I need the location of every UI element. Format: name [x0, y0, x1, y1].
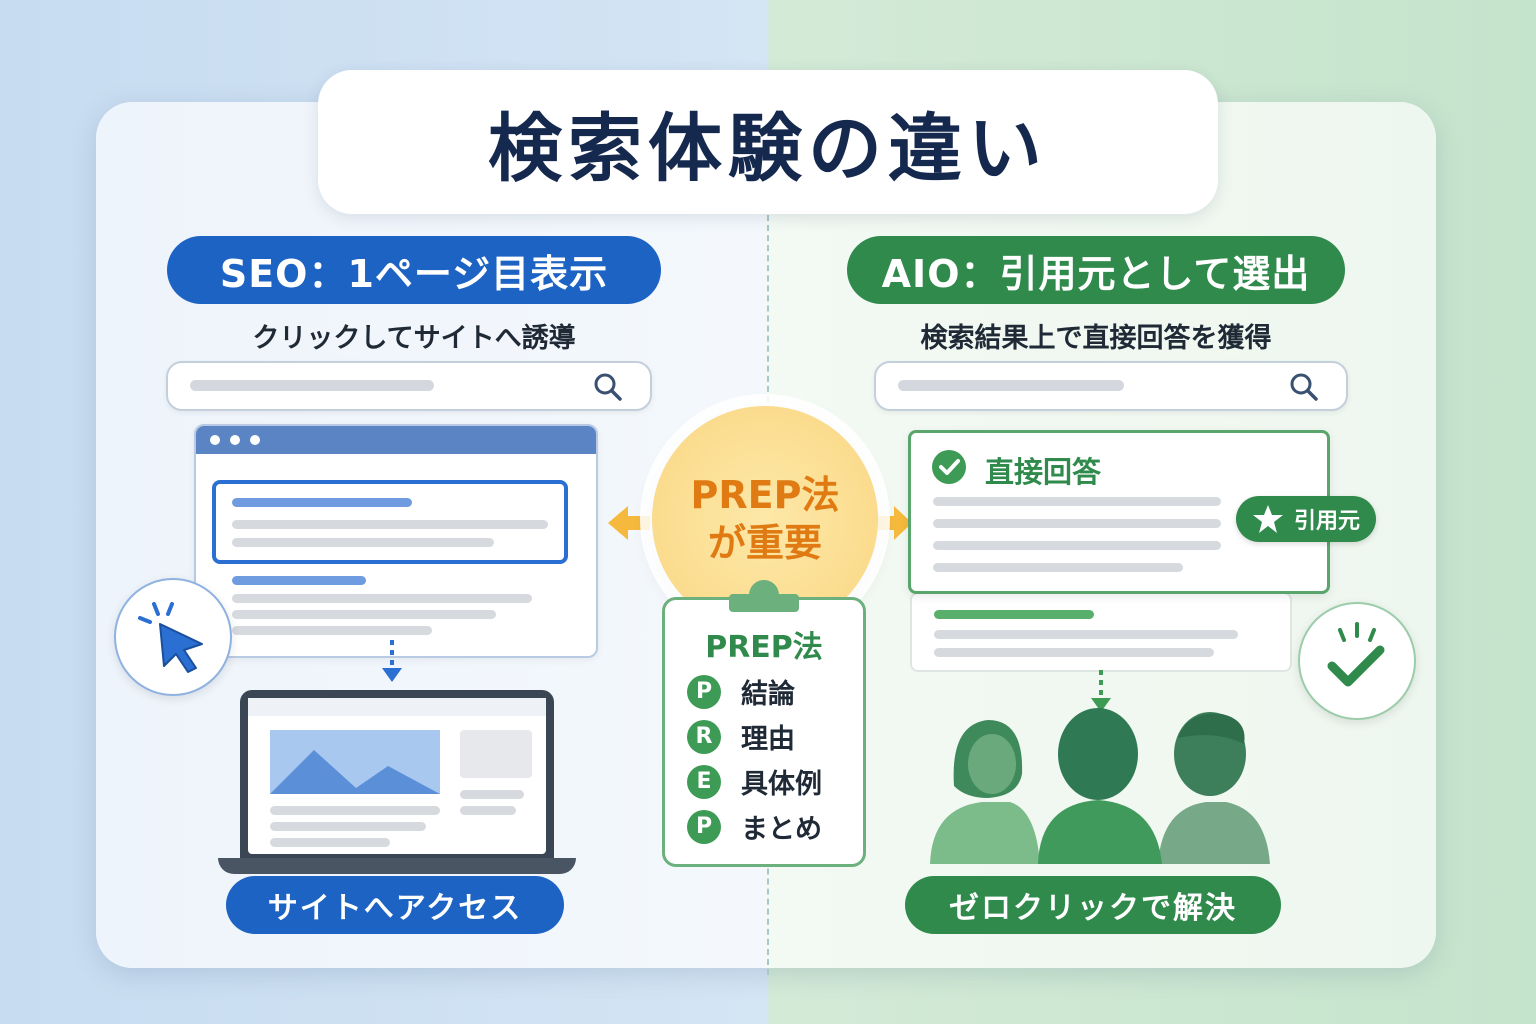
check-sparkle-icon: [1327, 622, 1385, 687]
search-icon[interactable]: [1288, 371, 1320, 403]
laptop-screen: [248, 698, 546, 854]
seo-heading-pill: SEO：1ページ目表示: [167, 236, 661, 304]
cursor-click-icon: [138, 602, 203, 673]
users-group-icon: [930, 708, 1270, 864]
laptop: [240, 690, 554, 860]
citation-badge: 引用元: [1236, 496, 1376, 542]
star-icon: [1253, 505, 1283, 533]
zero-click-label: ゼロクリックで解決: [949, 891, 1237, 926]
aio-search-bar[interactable]: [874, 361, 1348, 411]
search-placeholder-bar: [190, 380, 434, 391]
page-title: 検索体験の違い: [488, 105, 1048, 192]
site-access-label: サイトへアクセス: [267, 891, 523, 926]
prep-letter-badge: P: [687, 809, 721, 844]
direct-answer-title: 直接回答: [985, 455, 1102, 489]
down-arrow-icon: [382, 640, 402, 682]
prep-letter-badge: R: [687, 719, 721, 754]
title-panel: 検索体験の違い: [318, 70, 1218, 214]
prep-item-conclusion: P 結論: [687, 672, 795, 711]
aio-heading: AIO：引用元として選出: [881, 251, 1311, 296]
prep-card-title: PREP法: [705, 630, 823, 665]
prep-item-summary: P まとめ: [687, 807, 822, 846]
prep-card: PREP法 P 結論 R 理由 E 具体例 P まとめ: [662, 580, 866, 867]
landscape-image-icon: [270, 730, 440, 794]
prep-item-label: まとめ: [741, 814, 822, 845]
seo-subtitle: クリックしてサイトへ誘導: [252, 323, 576, 354]
highlighted-search-result[interactable]: [212, 480, 568, 564]
left-arrow-icon: [608, 506, 650, 540]
resolved-check-badge: [1298, 602, 1416, 720]
aio-heading-pill: AIO：引用元として選出: [847, 236, 1345, 304]
search-placeholder-bar: [898, 380, 1124, 391]
seo-search-bar[interactable]: [166, 361, 652, 411]
search-icon[interactable]: [592, 371, 624, 403]
prep-circle-line2: が重要: [707, 521, 822, 565]
cursor-click-badge: [114, 578, 232, 696]
seo-heading: SEO：1ページ目表示: [219, 251, 609, 296]
zero-click-button[interactable]: ゼロクリックで解決: [905, 876, 1281, 934]
prep-circle-line1: PREP法: [690, 473, 840, 517]
prep-letter-badge: E: [687, 764, 721, 799]
right-arrow-icon: [878, 506, 912, 540]
aio-subtitle: 検索結果上で直接回答を獲得: [920, 323, 1272, 354]
prep-item-reason: R 理由: [687, 717, 795, 756]
site-access-button[interactable]: サイトへアクセス: [226, 876, 564, 934]
laptop-base: [218, 858, 576, 874]
prep-item-label: 理由: [741, 724, 795, 755]
prep-item-example: E 具体例: [687, 762, 822, 801]
browser-titlebar: [196, 426, 596, 454]
down-arrow-icon: [1091, 670, 1111, 712]
browser-window: [194, 424, 598, 658]
prep-letter-badge: P: [687, 674, 721, 709]
prep-item-label: 具体例: [741, 769, 822, 800]
clipboard-clip: [729, 580, 799, 612]
check-circle-icon: [932, 450, 966, 484]
prep-item-label: 結論: [741, 679, 795, 710]
citation-badge-label: 引用元: [1294, 509, 1361, 534]
secondary-result: [910, 592, 1292, 672]
